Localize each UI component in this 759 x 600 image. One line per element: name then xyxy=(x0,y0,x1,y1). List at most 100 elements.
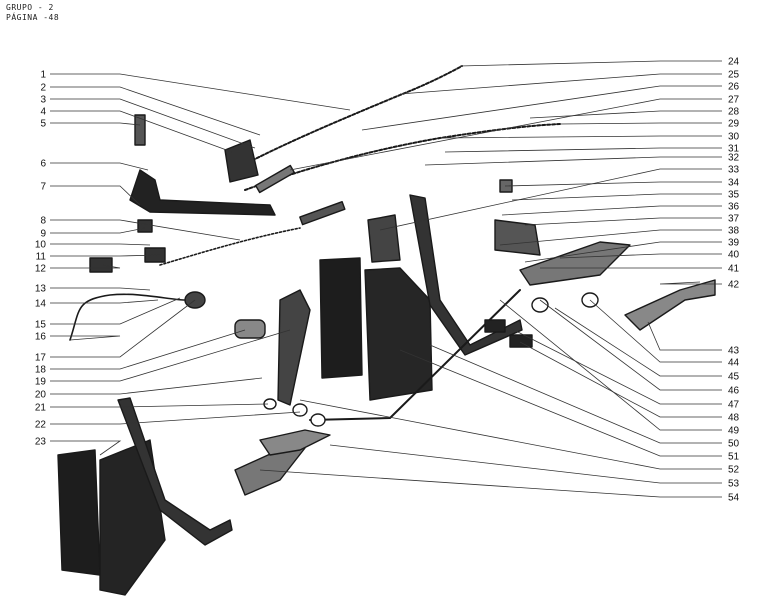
spring-bar xyxy=(254,164,296,194)
leader-38 xyxy=(499,229,722,246)
callout-20: 20 xyxy=(35,390,47,401)
callout-54: 54 xyxy=(728,493,740,504)
callout-24: 24 xyxy=(728,57,740,68)
long-lever xyxy=(409,194,523,356)
callout-3: 3 xyxy=(40,95,46,106)
callout-41: 41 xyxy=(728,264,740,275)
leader-17 xyxy=(50,299,196,358)
callout-23: 23 xyxy=(35,437,47,448)
leader-40 xyxy=(559,253,722,259)
lower-bracket-a xyxy=(57,449,101,576)
leader-9 xyxy=(50,227,146,234)
callout-18: 18 xyxy=(35,365,47,376)
callout-5: 5 xyxy=(40,119,46,130)
leader-37 xyxy=(524,217,722,226)
leader-18 xyxy=(50,329,246,370)
leader-28 xyxy=(529,110,722,119)
callout-32: 32 xyxy=(728,153,740,164)
callout-43: 43 xyxy=(728,346,740,357)
callout-36: 36 xyxy=(728,202,740,213)
callout-28: 28 xyxy=(728,107,740,118)
sector-plate xyxy=(224,139,259,183)
leader-19 xyxy=(50,329,291,382)
callout-13: 13 xyxy=(35,284,47,295)
leader-27 xyxy=(289,98,722,171)
callout-35: 35 xyxy=(728,190,740,201)
leader-39 xyxy=(524,241,722,263)
leader-49 xyxy=(499,299,722,431)
callout-44: 44 xyxy=(728,358,740,369)
callout-9: 9 xyxy=(40,229,46,240)
callout-38: 38 xyxy=(728,226,740,237)
callout-46: 46 xyxy=(728,386,740,397)
callout-29: 29 xyxy=(728,119,740,130)
leader-35 xyxy=(511,193,722,201)
leader-52 xyxy=(299,399,722,470)
arm-42 xyxy=(624,279,716,331)
clamp-b xyxy=(89,257,113,273)
callout-11: 11 xyxy=(36,252,47,263)
leader-42 xyxy=(659,281,722,285)
leader-45 xyxy=(554,307,722,377)
callout-12: 12 xyxy=(35,264,47,275)
leader-31 xyxy=(444,147,722,153)
leader-43 xyxy=(647,321,722,351)
bracket-right xyxy=(364,267,433,401)
callout-27: 27 xyxy=(728,95,740,106)
leader-lines xyxy=(50,60,722,498)
leader-50 xyxy=(429,344,722,444)
leader-26 xyxy=(361,85,722,131)
callout-51: 51 xyxy=(728,452,740,463)
callout-22: 22 xyxy=(35,420,47,431)
callout-45: 45 xyxy=(728,372,740,383)
middle-cable xyxy=(244,123,561,191)
leader-20 xyxy=(50,377,263,395)
callout-48: 48 xyxy=(728,413,740,424)
header-group: GRUPO - 2 xyxy=(6,3,54,12)
callout-42: 42 xyxy=(728,280,740,291)
callout-52: 52 xyxy=(728,465,740,476)
toothed-segment xyxy=(367,214,401,263)
callout-8: 8 xyxy=(40,216,46,227)
pivot-pin xyxy=(134,114,146,146)
callout-16: 16 xyxy=(35,332,47,343)
leader-2 xyxy=(50,86,261,136)
callout-7: 7 xyxy=(40,182,46,193)
callout-34: 34 xyxy=(728,178,740,189)
washer-22 xyxy=(292,403,308,417)
pedal-lever xyxy=(129,169,276,216)
lower-cable xyxy=(159,227,301,266)
callout-50: 50 xyxy=(728,439,740,450)
callout-25: 25 xyxy=(728,70,740,81)
callout-37: 37 xyxy=(728,214,740,225)
callout-2: 2 xyxy=(40,83,46,94)
parts-illustration xyxy=(57,65,716,596)
callout-10: 10 xyxy=(35,240,47,251)
leader-15 xyxy=(50,297,181,325)
leader-5 xyxy=(50,122,141,126)
leader-3 xyxy=(50,98,256,149)
callout-33: 33 xyxy=(728,165,740,176)
leader-1 xyxy=(50,73,351,111)
callout-17: 17 xyxy=(35,353,47,364)
callout-4: 4 xyxy=(40,107,46,118)
leader-11 xyxy=(50,254,161,257)
leader-23 xyxy=(50,440,122,456)
lower-bracket-b xyxy=(99,439,166,596)
leader-16 xyxy=(50,335,121,341)
leader-29 xyxy=(559,122,722,125)
leader-10 xyxy=(50,243,151,246)
leader-54 xyxy=(259,469,722,498)
header-page: PÁGINA -48 xyxy=(6,13,60,22)
leader-22 xyxy=(50,411,301,425)
pad-48 xyxy=(509,334,533,348)
callout-6: 6 xyxy=(40,159,46,170)
leader-7 xyxy=(50,185,141,206)
callout-40: 40 xyxy=(728,250,740,261)
bushing xyxy=(234,319,266,339)
leader-21 xyxy=(50,403,269,408)
pad-47 xyxy=(484,319,506,333)
callout-53: 53 xyxy=(728,479,740,490)
rod xyxy=(309,289,521,421)
